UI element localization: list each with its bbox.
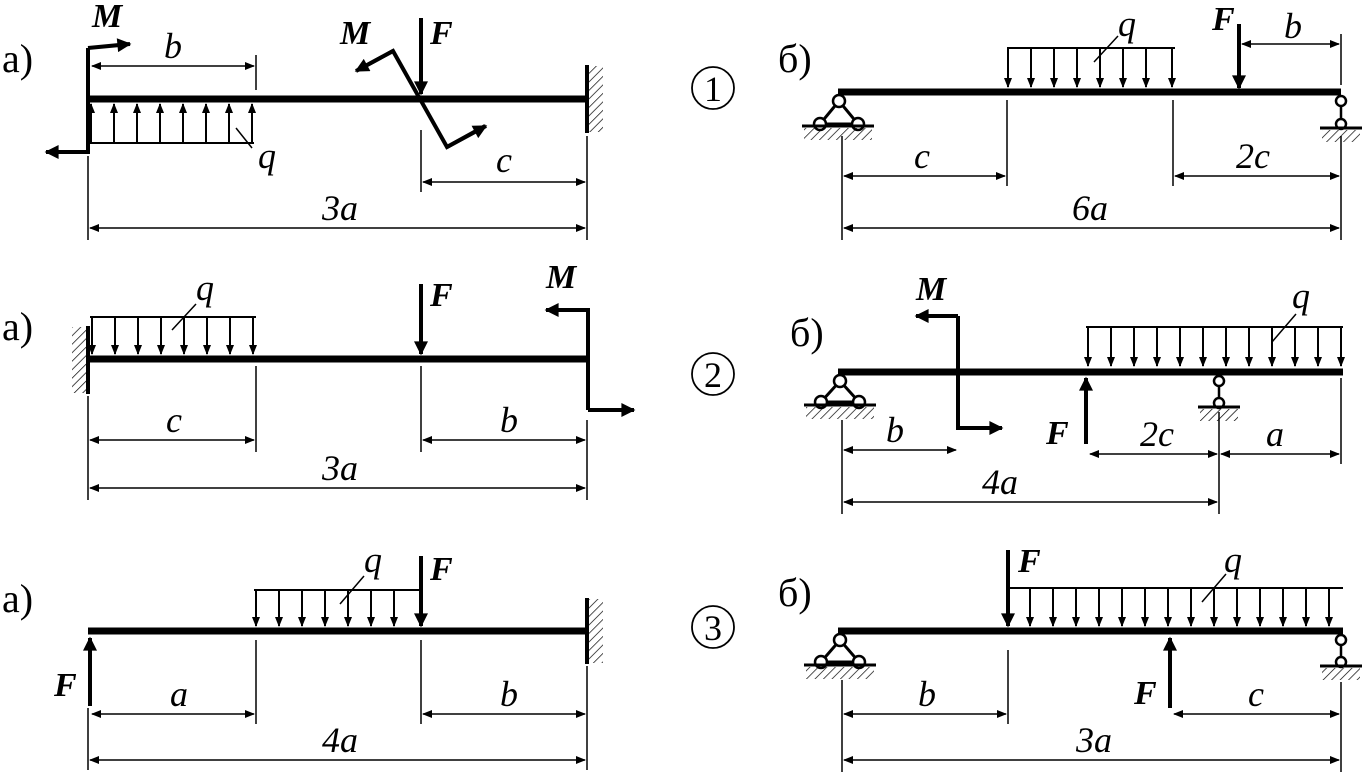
row3-a-tag: а) (2, 576, 33, 621)
F-label: F (1211, 1, 1235, 38)
row1-diagram-a: а) q M M F (2, 0, 603, 240)
2c-label: 2c (1140, 414, 1174, 454)
M-label: M (545, 259, 578, 296)
c-label: c (914, 136, 930, 176)
F-label: F (429, 277, 453, 314)
svg-text:2: 2 (704, 355, 722, 395)
total-length-label: 6a (1072, 188, 1108, 228)
M-label: M (915, 271, 948, 308)
scheme-number-2: 2 (691, 352, 735, 396)
c-label: c (496, 140, 512, 180)
pin-support (804, 373, 876, 419)
a-label: a (170, 674, 188, 714)
b-label: b (1284, 6, 1302, 46)
pin-support (802, 93, 874, 140)
a-label: a (1266, 414, 1284, 454)
b-label: b (500, 400, 518, 440)
row2-b-tag: б) (790, 310, 824, 355)
row2-diagram-a: а) q F M c (2, 259, 636, 500)
F-label: F (1017, 543, 1041, 580)
F-label: F (1045, 415, 1069, 452)
svg-text:1: 1 (704, 69, 722, 109)
pin-support (804, 632, 876, 679)
q-label: q (1224, 540, 1242, 580)
c-label: c (1248, 674, 1264, 714)
row3-b-tag: б) (778, 570, 812, 615)
total-length-label: 3a (1075, 720, 1112, 760)
scheme-number-3: 3 (691, 605, 735, 649)
row2-a-tag: а) (2, 304, 33, 349)
F-label: F (429, 551, 453, 588)
svg-text:3: 3 (704, 608, 722, 648)
row1-diagram-b: б) (778, 1, 1362, 240)
fixed-support-hatch (72, 327, 86, 393)
F-label: F (53, 667, 77, 704)
distributed-load (88, 303, 257, 355)
b-label: b (918, 674, 936, 714)
total-length-label: 4a (982, 462, 1018, 502)
b-label: b (164, 26, 182, 66)
q-label: q (196, 268, 214, 308)
total-length-label: 3a (321, 448, 358, 488)
distributed-load (1010, 573, 1343, 627)
distributed-load (1004, 35, 1176, 88)
M-label: M (339, 15, 372, 52)
roller-support (1320, 633, 1362, 680)
distributed-load (252, 575, 420, 627)
moment-arrow (44, 48, 90, 159)
distributed-load-upward (87, 103, 256, 149)
row2-diagram-b: б) M (790, 271, 1345, 514)
b-label: b (500, 674, 518, 714)
roller-support (1320, 94, 1362, 142)
q-label: q (364, 540, 382, 580)
distributed-load (1084, 313, 1345, 367)
fixed-support-hatch (589, 66, 603, 132)
M-label: M (91, 0, 124, 35)
2c-label: 2c (1236, 136, 1270, 176)
b-label: b (886, 410, 904, 450)
row1-a-tag: а) (2, 36, 33, 81)
fixed-support-hatch (589, 599, 603, 663)
row3-diagram-a: а) q F F a b (2, 540, 603, 770)
F-label: F (429, 15, 453, 52)
c-label: c (166, 400, 182, 440)
row3-diagram-b: б) F (778, 540, 1362, 772)
q-label: q (1292, 276, 1310, 316)
q-label: q (258, 136, 276, 176)
row1-b-tag: б) (778, 36, 812, 81)
total-length-label: 3a (321, 188, 358, 228)
total-length-label: 4a (322, 720, 358, 760)
scheme-number-1: 1 (691, 66, 735, 110)
F-label: F (1133, 675, 1157, 712)
q-label: q (1118, 4, 1136, 44)
